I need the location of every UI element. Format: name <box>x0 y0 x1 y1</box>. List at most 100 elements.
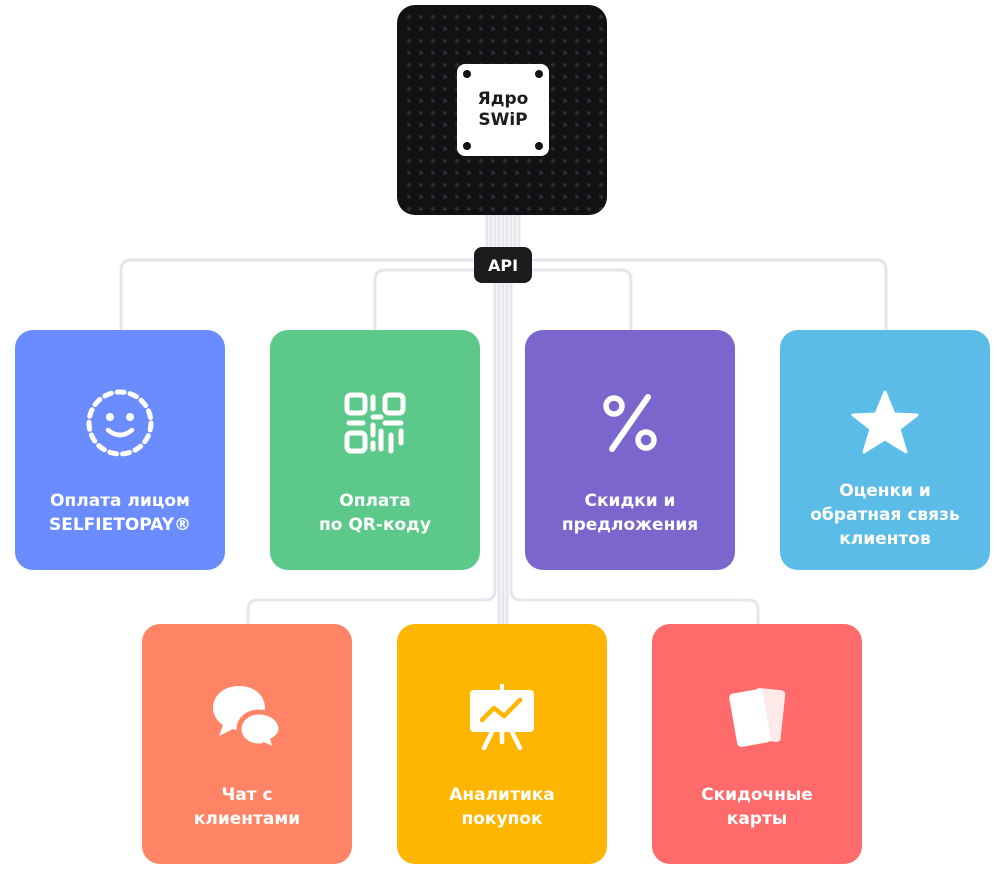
chip-dot <box>490 14 496 20</box>
chip-dot <box>574 26 580 32</box>
chip-dot <box>454 38 460 44</box>
chip-dot <box>430 134 436 140</box>
chip-dot <box>442 146 448 152</box>
chip-dot <box>406 182 412 188</box>
chip-dot <box>454 182 460 188</box>
chip-dot <box>502 158 508 164</box>
chip-dot <box>466 26 472 32</box>
chip-dot <box>562 182 568 188</box>
chip-dot <box>418 146 424 152</box>
chip-dot <box>586 50 592 56</box>
chip-dot <box>466 206 472 212</box>
chip-dot <box>586 146 592 152</box>
chip-dot <box>442 14 448 20</box>
chip-dot <box>478 194 484 200</box>
chip-dot <box>574 170 580 176</box>
chip-dot <box>442 206 448 212</box>
chip-dot <box>550 74 556 80</box>
chip-dot <box>586 74 592 80</box>
core-pin <box>463 70 471 78</box>
chip-dot <box>538 170 544 176</box>
chip-dot <box>598 110 604 116</box>
chip-dot <box>466 170 472 176</box>
chip-dot <box>478 182 484 188</box>
chip-dot <box>406 146 412 152</box>
chip-dot <box>550 194 556 200</box>
card-qr-payment[interactable]: Оплата по QR-коду <box>270 330 480 570</box>
chip-dot <box>478 170 484 176</box>
chip-dot <box>430 50 436 56</box>
chip-dot <box>574 134 580 140</box>
chip-dot <box>454 194 460 200</box>
chip-dot <box>430 182 436 188</box>
chip-dot <box>442 74 448 80</box>
card-discount-cards[interactable]: Скидочные карты <box>652 624 862 864</box>
card-face-payment[interactable]: Оплата лицом SELFIETOPAY® <box>15 330 225 570</box>
chip-dot <box>430 74 436 80</box>
chip-dot <box>574 194 580 200</box>
chip-dot <box>574 146 580 152</box>
chip-dot <box>430 86 436 92</box>
chip-dot <box>418 110 424 116</box>
chip-dot <box>562 134 568 140</box>
presentation-chart-icon <box>464 679 540 755</box>
chip-dot <box>550 206 556 212</box>
core-title-line2: SWiP <box>478 110 528 130</box>
chip-dot <box>586 38 592 44</box>
chip-dot <box>550 134 556 140</box>
chip-dot <box>478 38 484 44</box>
chip-dot <box>550 14 556 20</box>
chip-dot <box>406 98 412 104</box>
chip-dot <box>418 194 424 200</box>
chip-dot <box>418 14 424 20</box>
chip-dot <box>442 194 448 200</box>
chip-dot <box>586 62 592 68</box>
chip-dot <box>466 158 472 164</box>
chip-dot <box>550 50 556 56</box>
chip-dot <box>430 38 436 44</box>
chip-dot <box>466 38 472 44</box>
core-pin <box>463 142 471 150</box>
chip-dot <box>526 38 532 44</box>
chip-dot <box>430 170 436 176</box>
chip-dot <box>466 182 472 188</box>
card-label: Скидочные карты <box>701 785 813 829</box>
chip-dot <box>562 110 568 116</box>
chip-dot <box>406 206 412 212</box>
chip-dot <box>442 158 448 164</box>
chip-dot <box>454 26 460 32</box>
chip-dot <box>502 170 508 176</box>
chip-dot <box>430 26 436 32</box>
chip-dot <box>478 14 484 20</box>
chip-dot <box>502 26 508 32</box>
chip-dot <box>526 50 532 56</box>
chip-dot <box>550 26 556 32</box>
chip-dot <box>466 14 472 20</box>
chip-dot <box>586 110 592 116</box>
chip-dot <box>478 206 484 212</box>
card-customer-chat[interactable]: Чат с клиентами <box>142 624 352 864</box>
chip-dot <box>598 194 604 200</box>
card-ratings-feedback[interactable]: Оценки и обратная связь клиентов <box>780 330 990 570</box>
chip-dot <box>574 62 580 68</box>
chip-dot <box>550 86 556 92</box>
chip-dot <box>526 26 532 32</box>
chip-dot <box>586 194 592 200</box>
chip-dot <box>574 110 580 116</box>
card-discounts[interactable]: Скидки и предложения <box>525 330 735 570</box>
core-pin <box>535 142 543 150</box>
chip-dot <box>538 194 544 200</box>
chip-dot <box>562 206 568 212</box>
chip-dot <box>526 182 532 188</box>
chip-dot <box>442 50 448 56</box>
chip-dot <box>406 62 412 68</box>
core-pin <box>535 70 543 78</box>
chip-dot <box>418 86 424 92</box>
card-purchase-analytics[interactable]: Аналитика покупок <box>397 624 607 864</box>
chip-dot <box>406 50 412 56</box>
chip-dot <box>562 26 568 32</box>
chip-dot <box>550 170 556 176</box>
chip-dot <box>406 110 412 116</box>
chip-dot <box>478 158 484 164</box>
chip-dot <box>490 38 496 44</box>
